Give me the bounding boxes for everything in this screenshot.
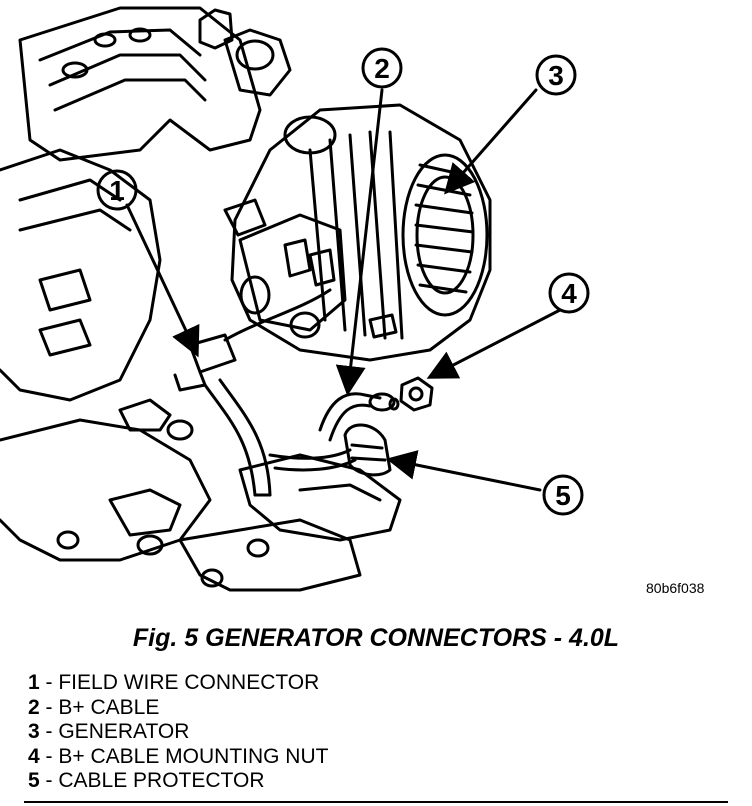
legend-item: 2 - B+ CABLE [28,696,328,721]
legend-number: 1 [28,671,40,694]
engine-block [0,6,402,592]
figure-caption: Fig. 5 GENERATOR CONNECTORS - 4.0L [132,624,620,652]
bottom-divider [24,801,728,803]
legend-item: 1 - FIELD WIRE CONNECTOR [28,671,328,696]
callout-3: 3 [535,54,577,96]
mounting-nut [388,376,434,412]
engine-generator-illustration: 1 2 3 4 5 [0,6,590,592]
legend-number: 3 [28,720,40,743]
figure-reference-code: 80b6f038 [646,580,705,596]
legend-item: 5 - CABLE PROTECTOR [28,769,328,794]
callout-2: 2 [361,47,403,89]
legend-number: 5 [28,769,40,792]
legend-number: 4 [28,744,40,768]
callout-1: 1 [96,169,138,211]
svg-text:1: 1 [109,175,125,206]
legend-item: 4 - B+ CABLE MOUNTING NUT [28,745,328,770]
legend-text: - B+ CABLE MOUNTING NUT [39,744,329,768]
legend-text: - B+ CABLE [39,695,160,719]
legend-text: - GENERATOR [39,720,190,743]
svg-text:5: 5 [555,480,571,511]
legend-number: 2 [28,695,40,719]
svg-text:3: 3 [548,60,564,91]
legend-list: 1 - FIELD WIRE CONNECTOR 2 - B+ CABLE 3 … [28,671,328,794]
leader-arrows [125,88,562,492]
callout-4: 4 [548,272,590,314]
legend-item: 3 - GENERATOR [28,720,328,745]
cable-protector [343,423,392,477]
callout-5: 5 [542,474,584,516]
svg-text:4: 4 [561,278,577,309]
field-wire-harness [173,288,332,497]
svg-text:2: 2 [374,53,390,84]
legend-text: - FIELD WIRE CONNECTOR [39,671,320,694]
legend-text: - CABLE PROTECTOR [39,769,265,792]
